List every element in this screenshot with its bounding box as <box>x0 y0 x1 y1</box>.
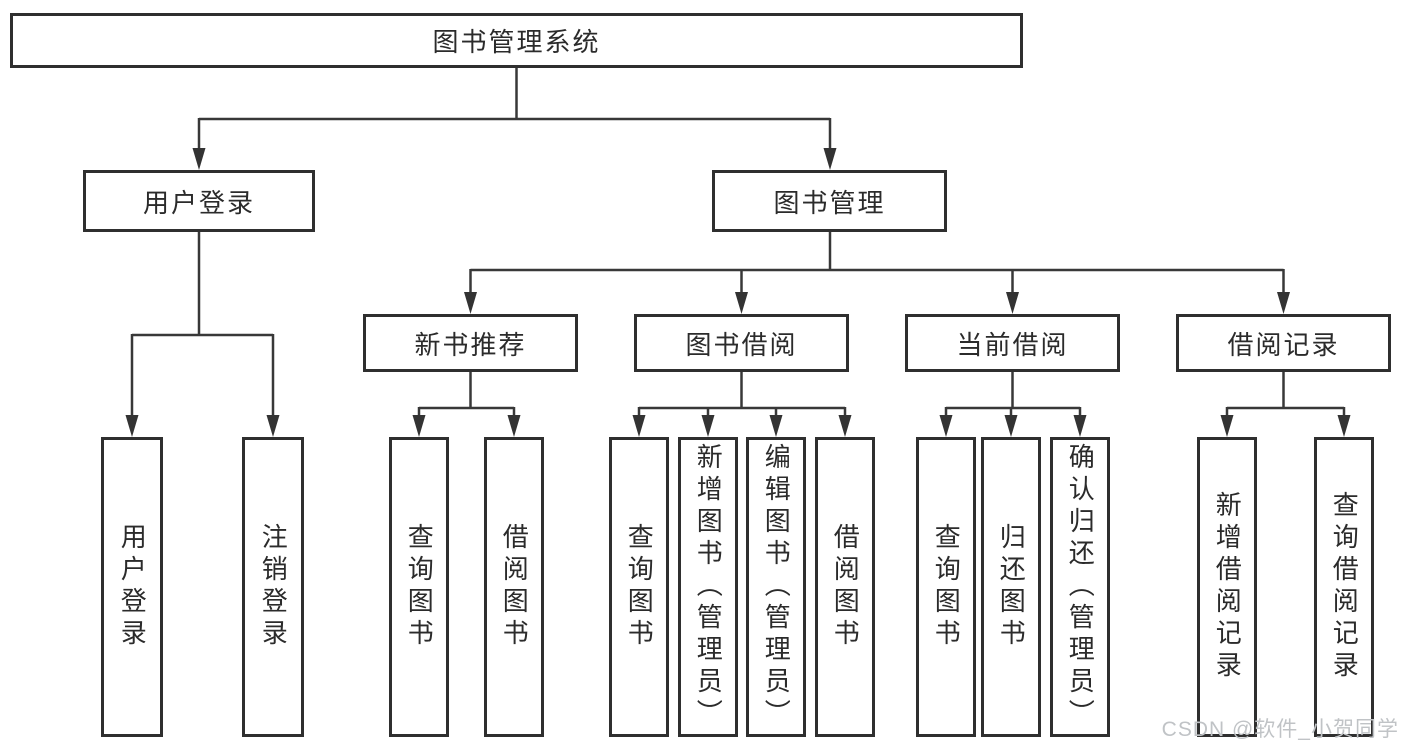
csdn-watermark: CSDN @软件_小贺同学 <box>1161 718 1399 741</box>
leaf-return-books: 归还图书 <box>981 437 1041 737</box>
node-user-login: 用户登录 <box>83 170 315 232</box>
leaf-confirm-return-admin: 确认归还（管理员） <box>1050 437 1110 737</box>
leaf-user-login: 用户登录 <box>101 437 163 737</box>
leaf-label: 归还图书 <box>996 523 1027 651</box>
node-new-book-recommendation: 新书推荐 <box>363 314 578 372</box>
leaf-borrow-books-newrec: 借阅图书 <box>484 437 544 737</box>
node-library-management-system: 图书管理系统 <box>10 13 1023 68</box>
leaf-label: 查询借阅记录 <box>1329 491 1360 683</box>
node-label: 图书管理系统 <box>432 27 601 57</box>
node-book-management: 图书管理 <box>712 170 947 232</box>
leaf-label: 借阅图书 <box>499 523 530 651</box>
leaf-label: 注销登录 <box>258 523 289 651</box>
node-label: 新书推荐 <box>414 329 527 360</box>
node-label: 当前借阅 <box>956 329 1069 360</box>
node-label: 图书管理 <box>773 187 886 218</box>
leaf-label: 借阅图书 <box>830 523 861 651</box>
leaf-edit-books-admin: 编辑图书（管理员） <box>746 437 806 737</box>
leaf-label: 查询图书 <box>931 523 962 651</box>
leaf-add-books-admin: 新增图书（管理员） <box>678 437 738 737</box>
node-borrowing-records: 借阅记录 <box>1176 314 1391 372</box>
leaf-label: 新增借阅记录 <box>1212 491 1243 683</box>
node-current-borrowing: 当前借阅 <box>905 314 1120 372</box>
node-book-borrowing: 图书借阅 <box>634 314 849 372</box>
leaf-label: 新增图书（管理员） <box>693 443 724 731</box>
node-label: 图书借阅 <box>685 329 798 360</box>
leaf-query-books-newrec: 查询图书 <box>389 437 449 737</box>
leaf-query-books-current: 查询图书 <box>916 437 976 737</box>
node-label: 用户登录 <box>142 187 255 218</box>
leaf-logout: 注销登录 <box>242 437 304 737</box>
leaf-label: 查询图书 <box>624 523 655 651</box>
leaf-label: 用户登录 <box>117 523 148 651</box>
leaf-label: 查询图书 <box>404 523 435 651</box>
leaf-label: 确认归还（管理员） <box>1065 443 1096 731</box>
leaf-borrow-books: 借阅图书 <box>815 437 875 737</box>
leaf-query-books-borrow: 查询图书 <box>609 437 669 737</box>
leaf-label: 编辑图书（管理员） <box>761 443 792 731</box>
node-label: 借阅记录 <box>1227 329 1340 360</box>
leaf-query-borrow-record: 查询借阅记录 <box>1314 437 1374 737</box>
leaf-add-borrow-record: 新增借阅记录 <box>1197 437 1257 737</box>
